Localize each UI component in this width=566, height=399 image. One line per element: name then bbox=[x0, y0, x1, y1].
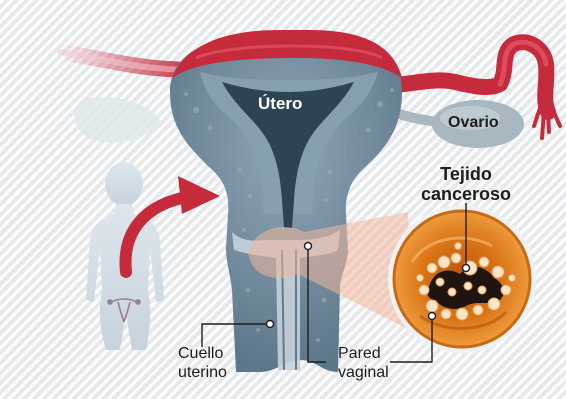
cancer-tissue-label: Tejido canceroso bbox=[404, 164, 528, 204]
left-fallopian-tube bbox=[60, 52, 196, 70]
cancer-tissue-lens bbox=[388, 205, 536, 353]
ovary-label: Ovario bbox=[448, 114, 499, 132]
cervix-label-line2: uterino bbox=[178, 363, 227, 382]
cancer-tissue-label-line1: Tejido bbox=[404, 164, 528, 184]
fimbriae bbox=[534, 108, 560, 138]
cervix-label: Cuello uterino bbox=[178, 344, 227, 382]
cancer-tissue-label-line2: canceroso bbox=[404, 184, 528, 204]
cervix-label-line1: Cuello bbox=[178, 344, 227, 363]
left-ovary bbox=[74, 97, 160, 142]
vaginal-wall-label-line2: vaginal bbox=[338, 363, 389, 382]
vaginal-wall-label-line1: Pared bbox=[338, 344, 389, 363]
vaginal-wall-label: Pared vaginal bbox=[338, 344, 389, 382]
uterus-label: Útero bbox=[258, 94, 302, 114]
